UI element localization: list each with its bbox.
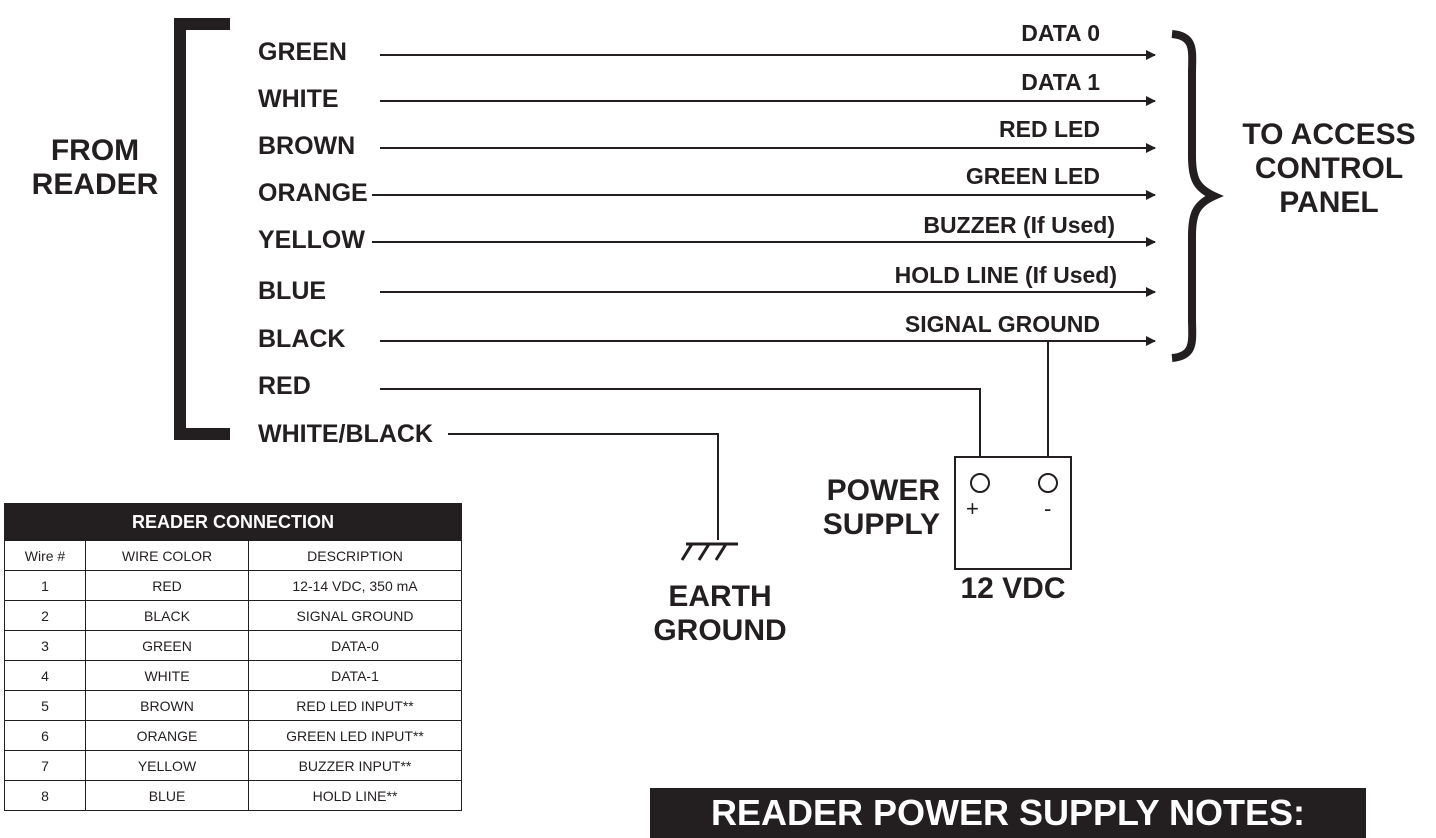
signal-label: BUZZER (If Used) bbox=[923, 212, 1115, 238]
signal-label: GREEN LED bbox=[965, 163, 1100, 189]
power-supply-line-2: SUPPLY bbox=[822, 508, 940, 541]
table-row: 5 BROWN RED LED INPUT** bbox=[4, 690, 462, 721]
table-cell: 5 bbox=[4, 690, 86, 721]
table-header-row: Wire # WIRE COLOR DESCRIPTION bbox=[4, 540, 462, 571]
to-panel-line-1: TO ACCESS bbox=[1242, 118, 1416, 151]
table-cell: WHITE bbox=[85, 660, 249, 691]
wire-color-label: BLUE bbox=[258, 277, 327, 305]
table-cell: YELLOW bbox=[85, 750, 249, 781]
table-cell: 3 bbox=[4, 630, 86, 661]
table-cell: SIGNAL GROUND bbox=[248, 600, 462, 631]
power-supply-label: POWER SUPPLY bbox=[790, 474, 940, 542]
wire-color-label: WHITE/BLACK bbox=[258, 420, 433, 448]
psu-plus-terminal bbox=[970, 473, 990, 493]
table-row: 6 ORANGE GREEN LED INPUT** bbox=[4, 720, 462, 751]
table-title: READER CONNECTION bbox=[4, 503, 462, 541]
psu-minus-label: - bbox=[1044, 496, 1052, 521]
wire-color-label: WHITE bbox=[258, 85, 339, 113]
table-cell: 4 bbox=[4, 660, 86, 691]
wire-color-label: GREEN bbox=[258, 38, 347, 66]
signal-label: SIGNAL GROUND bbox=[904, 311, 1100, 337]
table-row: 8 BLUE HOLD LINE** bbox=[4, 780, 462, 811]
table-cell: 12-14 VDC, 350 mA bbox=[248, 570, 462, 601]
table-cell: BUZZER INPUT** bbox=[248, 750, 462, 781]
table-cell: 6 bbox=[4, 720, 86, 751]
psu-minus-terminal bbox=[1038, 473, 1058, 493]
table-cell: BROWN bbox=[85, 690, 249, 721]
table-header: DESCRIPTION bbox=[248, 540, 462, 571]
wire-red-line bbox=[380, 388, 981, 457]
table-cell: 7 bbox=[4, 750, 86, 781]
wire-white-black-line bbox=[448, 433, 719, 540]
table-row: 3 GREEN DATA-0 bbox=[4, 630, 462, 661]
table-cell: 8 bbox=[4, 780, 86, 811]
wire-color-label: YELLOW bbox=[258, 226, 365, 254]
psu-plus-label: + bbox=[966, 496, 979, 521]
earth-ground-icon bbox=[680, 542, 738, 561]
power-supply-notes-heading: READER POWER SUPPLY NOTES: bbox=[650, 788, 1366, 838]
from-reader-line-2: READER bbox=[31, 168, 159, 201]
signal-label: HOLD LINE (If Used) bbox=[894, 262, 1117, 288]
power-supply-line-1: POWER bbox=[826, 474, 940, 507]
reader-bracket bbox=[174, 18, 230, 440]
table-row: 7 YELLOW BUZZER INPUT** bbox=[4, 750, 462, 781]
table-row: 2 BLACK SIGNAL GROUND bbox=[4, 600, 462, 631]
psu-voltage-label: 12 VDC bbox=[960, 572, 1066, 605]
wire-color-label: RED bbox=[258, 372, 311, 400]
to-panel-line-2: CONTROL bbox=[1254, 152, 1404, 185]
table-header: WIRE COLOR bbox=[85, 540, 249, 571]
signal-label: RED LED bbox=[999, 116, 1100, 142]
table-cell: ORANGE bbox=[85, 720, 249, 751]
table-cell: DATA-1 bbox=[248, 660, 462, 691]
table-cell: 1 bbox=[4, 570, 86, 601]
table-row: 1 RED 12-14 VDC, 350 mA bbox=[4, 570, 462, 601]
wire-color-label: ORANGE bbox=[258, 179, 368, 207]
table-cell: BLUE bbox=[85, 780, 249, 811]
table-cell: RED LED INPUT** bbox=[248, 690, 462, 721]
signal-label: DATA 0 bbox=[1021, 20, 1100, 46]
to-panel-line-3: PANEL bbox=[1279, 186, 1379, 219]
table-row: 4 WHITE DATA-1 bbox=[4, 660, 462, 691]
table-cell: DATA-0 bbox=[248, 630, 462, 661]
wire-color-label: BLACK bbox=[258, 325, 346, 353]
from-reader-line-1: FROM bbox=[50, 134, 140, 167]
table-header: Wire # bbox=[4, 540, 86, 571]
from-reader-label: FROM READER bbox=[20, 134, 170, 202]
reader-connection-table: READER CONNECTION Wire # WIRE COLOR DESC… bbox=[4, 503, 462, 811]
table-cell: RED bbox=[85, 570, 249, 601]
earth-ground-label: EARTH GROUND bbox=[640, 580, 800, 648]
earth-ground-line-1: EARTH bbox=[668, 580, 772, 613]
table-cell: 2 bbox=[4, 600, 86, 631]
table-cell: GREEN LED INPUT** bbox=[248, 720, 462, 751]
table-cell: BLACK bbox=[85, 600, 249, 631]
earth-ground-line-2: GROUND bbox=[653, 614, 787, 647]
panel-brace bbox=[1171, 30, 1224, 362]
table-cell: HOLD LINE** bbox=[248, 780, 462, 811]
table-cell: GREEN bbox=[85, 630, 249, 661]
signal-label: DATA 1 bbox=[1021, 69, 1100, 95]
to-panel-label: TO ACCESS CONTROL PANEL bbox=[1222, 118, 1436, 220]
wire-color-label: BROWN bbox=[258, 132, 356, 160]
